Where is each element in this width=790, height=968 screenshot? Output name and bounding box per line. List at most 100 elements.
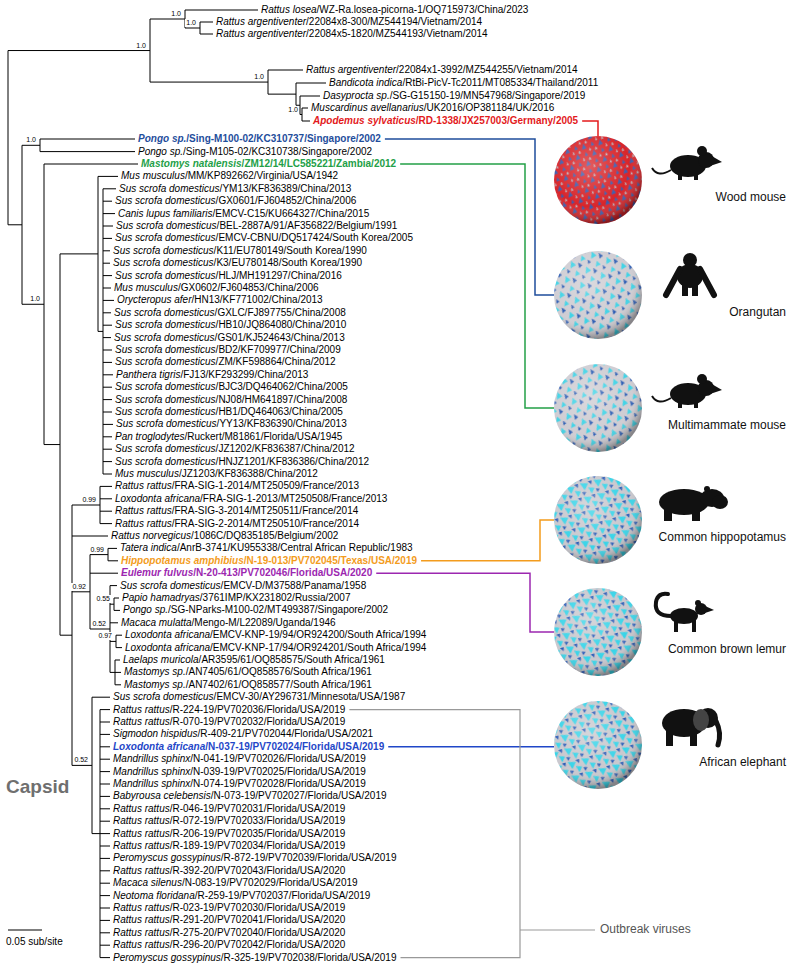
tip-label: Sus scrofa domesticus/BJC3/DQ464062/Chin… (115, 381, 348, 393)
support-value: 1.0 (287, 106, 299, 114)
support-value: 0.99 (89, 546, 105, 554)
tree-branch (296, 83, 297, 105)
tip-label: Macaca mulatta/Mengo-M/L22089/Uganda/194… (121, 617, 336, 629)
tip-label: Rattus rattus/R-189-19/PV702034/Florida/… (113, 840, 345, 852)
tip-label: Rattus rattus/FRA-SIG-1-2014/MT250509/Fr… (115, 480, 359, 492)
tip-label: Loxodonta africana/EMCV-KNP-19/94/OR9242… (125, 629, 426, 641)
tip-label: Loxodonta africana/N-037-19/PV702024/Flo… (113, 741, 384, 753)
tree-branch (103, 436, 112, 437)
tree-branch (103, 312, 111, 313)
tree-branch (116, 635, 122, 636)
tree-branch (100, 821, 110, 822)
tip-label: Mus musculus/GX0602/FJ604853/China/2006 (114, 282, 319, 294)
tree-branch (100, 808, 110, 809)
tree-branch (100, 920, 110, 921)
tree-branch (60, 254, 61, 635)
host-name: African elephant (699, 755, 786, 769)
tree-branch (114, 610, 120, 611)
tip-label: Sus scrofa domesticus/HLJ/MH191297/China… (115, 270, 342, 282)
tree-branch (90, 629, 110, 630)
tree-branch (268, 70, 303, 71)
mouse-icon (652, 374, 722, 408)
tree-branch (22, 145, 23, 304)
tip-label: Sus scrofa domesticus/HB10/JQ864080/Chin… (115, 319, 346, 331)
tree-branch (100, 870, 110, 871)
tree-branch (100, 784, 110, 785)
tip-label: Rattus rattus/R-275-20/PV702040/Florida/… (113, 927, 345, 939)
tip-label: Sus scrofa domesticus/YM13/KF836389/Chin… (119, 183, 351, 195)
tree-branch (268, 70, 269, 94)
tip-label: Pan troglodytes/Ruckert/M81861/Florida/U… (115, 431, 342, 443)
tree-branch (22, 304, 44, 305)
tree-branch (296, 83, 326, 84)
tree-branch (103, 449, 112, 450)
tip-label: Sus scrofa domesticus/YY13/KF836390/Chin… (116, 418, 347, 430)
tip-label: Sus scrofa domesticus/EMCV-D/M37588/Pana… (120, 580, 366, 592)
tip-label: Orycteropus afer/HN13/KF771002/China/201… (117, 294, 323, 306)
tree-branch (100, 945, 110, 946)
tip-label: Mus musculus/MM/KP892662/Virginia/USA/19… (121, 170, 338, 182)
tip-label: Sus scrofa domesticus/BD2/KF709977/China… (115, 344, 341, 356)
tree-branch (100, 895, 110, 896)
tip-label: Rattus rattus/R-072-19/PV702033/Florida/… (113, 815, 345, 827)
leader-line (400, 164, 554, 408)
tip-label: Sus scrofa domesticus/EMCV-30/AY296731/M… (113, 691, 405, 703)
tree-branch (90, 554, 108, 555)
tree-branch (110, 641, 116, 642)
tree-branch (103, 399, 112, 400)
tree-branch (103, 362, 112, 363)
tip-label: Canis lupus familiaris/EMCV-C15/KU664327… (118, 208, 369, 220)
tree-branch (100, 796, 110, 797)
tree-branch (103, 188, 116, 189)
tree-branch (100, 486, 101, 523)
tree-branch (103, 275, 112, 276)
tip-label: Sus scrofa domesticus/GX0601/FJ604852/Ch… (115, 195, 356, 207)
host-name: Common hippopotamus (659, 530, 786, 544)
tree-branch (103, 201, 112, 202)
tree-branch (150, 82, 268, 83)
hippo-icon (659, 486, 728, 521)
tree-branch (302, 108, 308, 109)
tree-branch (110, 672, 115, 673)
tip-label: Rattus argentiventer/22084x5-1820/MZ5441… (216, 28, 488, 40)
tree-branch (72, 591, 90, 592)
tip-label: Tatera indica/AnrB-3741/KU955338/Central… (120, 542, 413, 554)
tree-branch (110, 585, 117, 586)
tree-branch (22, 145, 40, 146)
tree-branch (100, 722, 110, 723)
tree-branch (90, 573, 118, 574)
tip-label: Mastomys sp./AN7402/61/OQ858577/South Af… (124, 679, 372, 691)
tip-label: Rattus rattus/FRA-SIG-3-2014/MT250511/Fr… (115, 505, 358, 517)
tree-branch (103, 374, 113, 375)
tree-branch (100, 486, 112, 487)
host-name: Common brown lemur (668, 642, 786, 656)
tree-branch (100, 908, 110, 909)
tree-branch (114, 598, 115, 610)
tree-branch (200, 22, 213, 23)
tree-branch (100, 846, 110, 847)
tree-branch (100, 498, 112, 499)
scale-bar (8, 929, 42, 930)
leader-line (376, 573, 554, 632)
tip-label: Rattus rattus/R-206-19/PV702035/Florida/… (113, 828, 345, 840)
bracket-label: Outbreak viruses (600, 922, 691, 937)
tree-branch (98, 176, 118, 177)
leader-line (385, 139, 554, 295)
tree-branch (100, 746, 110, 747)
tree-branch (110, 604, 114, 605)
support-value: 1.0 (185, 19, 197, 27)
tree-branch (100, 932, 110, 933)
support-value: 0.52 (91, 620, 107, 628)
tip-label: Mandrillus sphinx/N-041-19/PV702026/Flor… (113, 753, 366, 765)
tip-label: Rattus rattus/R-291-20/PV702041/Florida/… (113, 914, 345, 926)
leader-line (582, 121, 598, 136)
tree-branch (116, 635, 117, 647)
tip-label: Pongo sp./SG-NParks-M100-02/MT499387/Sin… (123, 604, 388, 616)
tree-branch (108, 548, 117, 549)
tip-label: Peromyscus gossypinus/R-872-19/PV702039/… (113, 852, 397, 864)
tree-branch (103, 263, 110, 264)
tree-branch (72, 505, 100, 506)
support-value: 0.97 (97, 632, 113, 640)
tree-branch (103, 461, 112, 462)
